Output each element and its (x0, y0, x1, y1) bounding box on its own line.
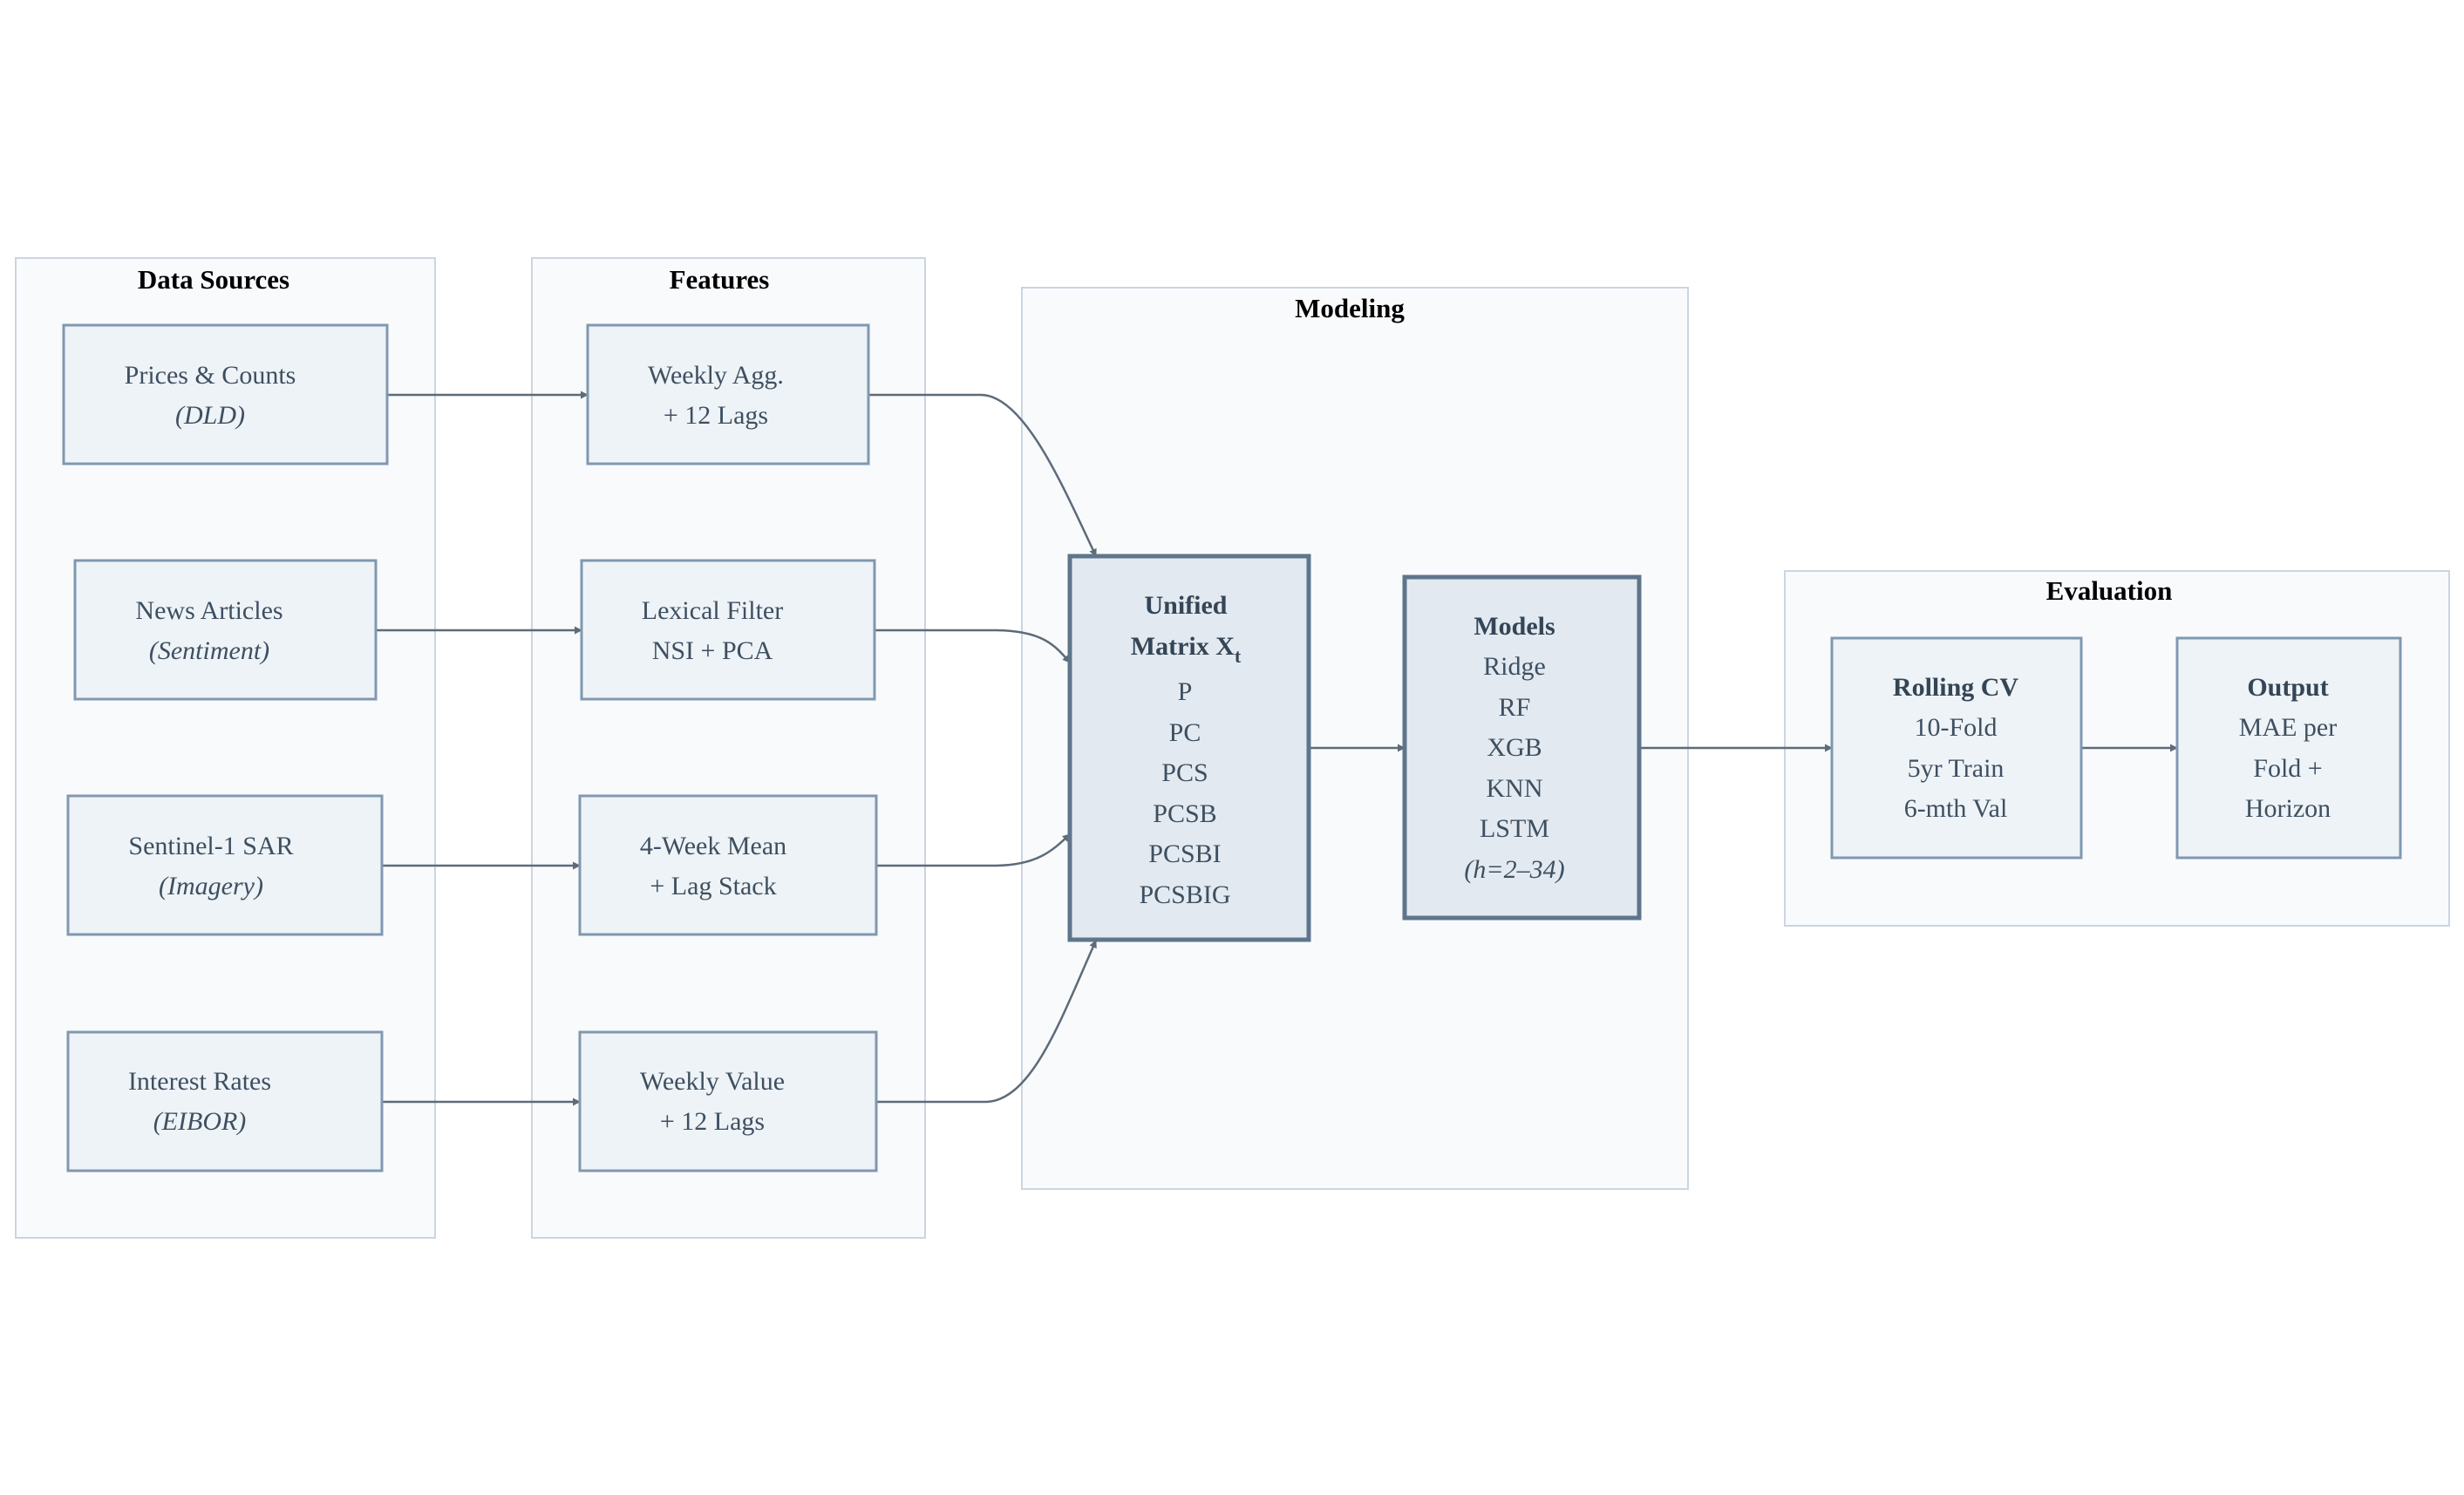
node-rolling-cv-item: 10-Fold (1914, 713, 1997, 742)
node-unified-item: P (1178, 677, 1193, 706)
node-lexical-line1: Lexical Filter (642, 596, 783, 625)
node-rates-line2: (EIBOR) (153, 1107, 247, 1136)
node-unified-item: PC (1169, 718, 1201, 747)
node-rates-line1: Interest Rates (128, 1067, 271, 1096)
edge-weekly-value-to-unified (876, 940, 1098, 1104)
node-sar-line2: (Imagery) (159, 872, 263, 900)
node-output-item: Fold + (2253, 754, 2322, 783)
edge-four-week-to-unified (876, 833, 1071, 867)
node-unified-matrix[interactable]: Unified Matrix Xt P PC PCS PCSB PCSBI PC… (1067, 554, 1311, 942)
node-models-item: Ridge (1483, 652, 1546, 681)
node-output[interactable]: Output MAE per Fold + Horizon (2175, 636, 2402, 860)
node-news-articles[interactable]: News Articles (Sentiment) (73, 559, 378, 701)
node-models-item: LSTM (1480, 814, 1549, 843)
node-weekly-value-line2: + 12 Lags (660, 1107, 765, 1136)
node-rolling-cv[interactable]: Rolling CV 10-Fold 5yr Train 6-mth Val (1830, 636, 2083, 860)
node-lexical-filter[interactable]: Lexical Filter NSI + PCA (580, 559, 876, 701)
node-models-item: KNN (1487, 774, 1543, 803)
node-weekly-agg-line1: Weekly Agg. (648, 361, 784, 390)
edges (376, 391, 2178, 1106)
node-four-week-line2: + Lag Stack (650, 872, 776, 900)
node-output-item: MAE per (2239, 713, 2337, 742)
node-sentinel-sar[interactable]: Sentinel-1 SAR (Imagery) (66, 794, 384, 936)
cluster-title-evaluation: Evaluation (2046, 575, 2173, 606)
cluster-title-data-sources: Data Sources (138, 264, 289, 295)
edge-weekly-agg-to-unified (868, 393, 1098, 557)
node-weekly-value-line1: Weekly Value (640, 1067, 785, 1096)
node-rolling-cv-title: Rolling CV (1893, 673, 2019, 702)
node-models-item: RF (1499, 693, 1531, 722)
node-sar-line1: Sentinel-1 SAR (128, 832, 293, 860)
node-output-title: Output (2247, 673, 2328, 702)
node-news-line2: (Sentiment) (149, 636, 269, 665)
node-four-week-mean[interactable]: 4-Week Mean + Lag Stack (578, 794, 878, 936)
node-unified-item: PCSBI (1148, 839, 1221, 868)
node-unified-title-main: Matrix X (1131, 632, 1235, 661)
node-weekly-value[interactable]: Weekly Value + 12 Lags (578, 1030, 878, 1172)
node-weekly-agg-line2: + 12 Lags (664, 401, 768, 430)
cluster-title-features: Features (670, 264, 770, 295)
node-news-line1: News Articles (135, 596, 282, 625)
edge-lexical-to-unified (875, 629, 1071, 663)
node-prices-line1: Prices & Counts (125, 361, 296, 390)
node-unified-title-subscript: t (1235, 645, 1242, 667)
node-rolling-cv-item: 6-mth Val (1904, 794, 2008, 823)
node-lexical-line2: NSI + PCA (652, 636, 773, 665)
node-models[interactable]: Models Ridge RF XGB KNN LSTM (h=2–34) (1402, 574, 1642, 921)
node-unified-item: PCS (1161, 758, 1208, 787)
node-four-week-line1: 4-Week Mean (640, 832, 786, 860)
node-unified-title-line2: Matrix Xt (1131, 632, 1242, 667)
node-weekly-agg[interactable]: Weekly Agg. + 12 Lags (586, 323, 870, 465)
node-models-title: Models (1474, 612, 1555, 641)
node-prices-line2: (DLD) (175, 401, 245, 430)
node-prices-counts[interactable]: Prices & Counts (DLD) (62, 323, 389, 465)
cluster-title-modeling: Modeling (1295, 293, 1405, 323)
node-unified-item: PCSB (1153, 799, 1216, 828)
node-output-item: Horizon (2245, 794, 2331, 823)
node-unified-item: PCSBIG (1139, 880, 1230, 909)
node-models-item: XGB (1487, 733, 1542, 762)
node-rolling-cv-item: 5yr Train (1908, 754, 2005, 783)
node-unified-title-line1: Unified (1144, 591, 1227, 620)
node-interest-rates[interactable]: Interest Rates (EIBOR) (66, 1030, 384, 1172)
node-models-note: (h=2–34) (1464, 855, 1564, 884)
